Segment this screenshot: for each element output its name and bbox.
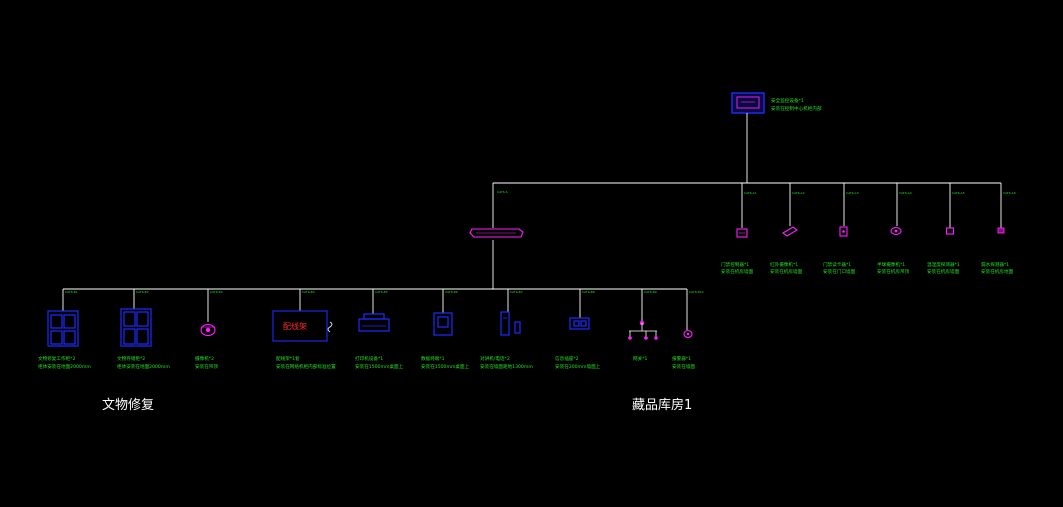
left-device-7: CAT6-B7 对讲机/电话*2 安装在墙面距地1300mm <box>480 290 533 370</box>
right-device-tag: CAT6-A5 <box>952 191 965 195</box>
left-device-tag: CAT6-B4 <box>302 290 315 294</box>
left-device-label-2: 安装在网络机柜内部标准位置 <box>276 363 336 370</box>
left-device-8: CAT6-B8 信息插座*2 安装在300mm墙面上 <box>555 290 601 370</box>
left-device-5: CAT6-B5 打印机设备*1 安装在1500mm桌面上 <box>355 290 404 370</box>
left-device-label-1: 文物修复工作柜*2 <box>38 355 75 362</box>
left-device-tag: CAT6-B7 <box>510 290 523 294</box>
detector-icon <box>945 227 955 235</box>
right-device-tag: CAT6-A2 <box>792 191 805 195</box>
left-device-label-2: 安装在墙面 <box>672 363 695 370</box>
right-device-label-2: 安装在机房墙面 <box>721 268 754 275</box>
right-device-label-2: 安装在机房墙面 <box>927 268 960 275</box>
alarm-icon <box>683 329 693 339</box>
top-device-label-1: 安全监控设备*1 <box>771 97 804 104</box>
terminal-icon <box>433 312 453 336</box>
left-device-1: CAT6-B1 文物修复工作柜*2 柜体安装在地面2000mm <box>38 290 91 370</box>
sensor-icon <box>997 227 1005 234</box>
left-device-label-2: 安装在300mm墙面上 <box>555 363 601 370</box>
top-device-label-2: 安装在控制中心机柜内部 <box>771 105 822 112</box>
left-device-label-1: 对讲机/电话*2 <box>480 355 510 362</box>
top-workstation: 安全监控设备*1 安装在控制中心机柜内部 <box>731 92 822 114</box>
right-device-1: CAT6-A1 门禁控制器*1 安装在机房墙面 <box>721 191 757 275</box>
left-device-label-2: 安装在墙面距地1300mm <box>480 363 533 370</box>
bullet-camera-icon <box>782 226 798 237</box>
access-reader-icon <box>839 226 848 237</box>
left-device-tag: CAT6-B8 <box>582 290 595 294</box>
left-device-label-1: 信息插座*2 <box>555 355 579 362</box>
network-hub-icon <box>628 320 658 340</box>
dome-camera-icon <box>200 323 216 337</box>
left-device-tag: CAT6-B1 <box>65 290 78 294</box>
right-branch: CAT6-A1 门禁控制器*1 安装在机房墙面 CAT6-A2 红外摄像机*1 … <box>721 191 1016 275</box>
right-device-6: CAT6-A6 漏水探测器*1 安装在机房地面 <box>981 191 1016 275</box>
left-device-label-1: 网关*1 <box>633 355 647 362</box>
right-device-tag: CAT6-A3 <box>846 191 859 195</box>
wiring <box>62 113 1002 330</box>
left-device-3: CAT6-B3 摄像机*2 安装在吊顶 <box>195 290 223 370</box>
right-device-label-1: 漏水探测器*1 <box>981 261 1009 268</box>
right-device-label-2: 安装在机房墙面 <box>770 268 803 275</box>
area-label-restoration: 文物修复 <box>102 398 154 413</box>
left-device-label-1: 数据终端*1 <box>421 355 445 362</box>
patch-panel-icon: 配线架 <box>272 310 333 342</box>
left-device-tag: CAT6-B3 <box>210 290 223 294</box>
right-device-label-2: 安装在机房地面 <box>981 268 1014 275</box>
right-device-5: CAT6-A5 温湿度探测器*1 安装在机房墙面 <box>927 191 965 275</box>
right-device-3: CAT6-A3 门禁读卡器*1 安装在门口墙面 <box>823 191 859 275</box>
right-device-tag: CAT6-A6 <box>1003 191 1016 195</box>
switch-tag: CAT6-S <box>497 190 508 194</box>
left-device-label-1: 文物存储柜*2 <box>117 355 145 362</box>
left-device-10: CAT6-B10 报警器*1 安装在墙面 <box>672 290 704 370</box>
card-reader-icon <box>736 228 748 238</box>
left-branch: CAT6-B1 文物修复工作柜*2 柜体安装在地面2000mm CAT6-B2 … <box>38 290 704 370</box>
left-device-9: CAT6-B9 网关*1 <box>628 290 658 362</box>
left-device-6: CAT6-B6 数据终端*1 安装在1500mm桌面上 <box>421 290 470 370</box>
network-switch: CAT6-S <box>469 190 524 238</box>
right-device-tag: CAT6-A4 <box>899 191 912 195</box>
left-device-4: CAT6-B4 配线架 配线架*1套 安装在网络机柜内部标准位置 <box>272 290 336 370</box>
left-device-label-2: 安装在1500mm桌面上 <box>421 363 470 370</box>
right-device-label-1: 红外摄像机*1 <box>770 261 798 268</box>
phone-icon <box>500 311 521 336</box>
left-device-label-1: 摄像机*2 <box>195 355 214 362</box>
cabinet-icon <box>47 310 79 347</box>
printer-icon <box>358 313 390 332</box>
left-device-tag: CAT6-B2 <box>136 290 149 294</box>
right-device-label-1: 温湿度探测器*1 <box>927 261 960 268</box>
left-device-label-2: 柜体安装在地面2000mm <box>117 363 170 370</box>
right-device-label-2: 安装在门口墙面 <box>823 268 856 275</box>
right-device-2: CAT6-A2 红外摄像机*1 安装在机房墙面 <box>770 191 805 275</box>
left-device-label-1: 配线架*1套 <box>276 355 300 362</box>
left-device-tag: CAT6-B9 <box>644 290 657 294</box>
right-device-4: CAT6-A4 半球摄像机*1 安装在机房吊顶 <box>877 191 912 275</box>
left-device-tag: CAT6-B6 <box>445 290 458 294</box>
patch-panel-label: 配线架 <box>283 321 307 331</box>
switch-icon <box>469 228 524 238</box>
left-device-label-2: 柜体安装在地面2000mm <box>38 363 91 370</box>
left-device-tag: CAT6-B5 <box>375 290 388 294</box>
right-device-label-1: 半球摄像机*1 <box>877 261 905 268</box>
right-device-label-1: 门禁读卡器*1 <box>823 261 851 268</box>
left-device-tag: CAT6-B10 <box>689 290 704 294</box>
left-device-label-2: 安装在吊顶 <box>195 363 218 370</box>
right-device-label-2: 安装在机房吊顶 <box>877 268 910 275</box>
left-device-2: CAT6-B2 文物存储柜*2 柜体安装在地面2000mm <box>117 290 170 370</box>
area-label-storage: 藏品库房1 <box>632 397 692 413</box>
right-device-tag: CAT6-A1 <box>744 191 757 195</box>
left-device-label-2: 安装在1500mm桌面上 <box>355 363 404 370</box>
right-device-label-1: 门禁控制器*1 <box>721 261 749 268</box>
cabinet-icon <box>120 308 152 347</box>
left-device-label-1: 打印机设备*1 <box>355 355 383 362</box>
socket-icon <box>569 317 590 330</box>
left-device-label-1: 报警器*1 <box>672 355 691 362</box>
monitor-workstation-icon <box>731 92 765 114</box>
dome-camera-icon <box>890 226 902 236</box>
